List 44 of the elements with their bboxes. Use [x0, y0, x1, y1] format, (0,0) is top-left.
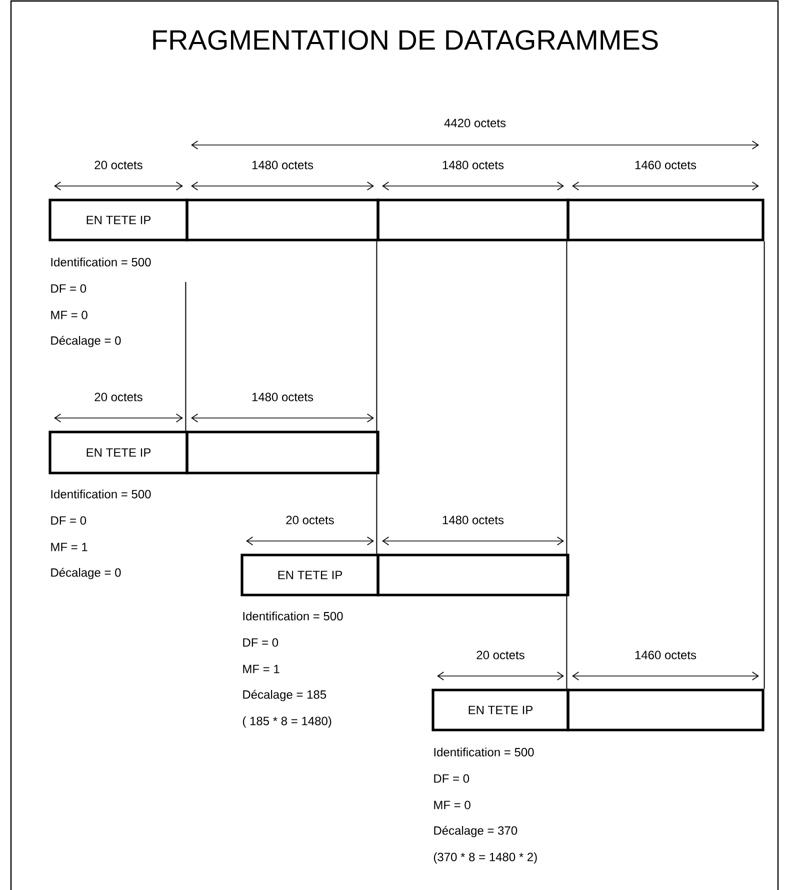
guide-line: [566, 240, 568, 690]
header-box: EN TETE IP: [432, 688, 570, 732]
guide-line: [185, 282, 186, 432]
header-box: EN TETE IP: [240, 554, 380, 596]
data-box: [376, 198, 570, 242]
field-text: Identification = 500: [243, 612, 343, 620]
field-text: Décalage = 0: [51, 336, 121, 348]
guide-line: [376, 240, 378, 554]
title: FRAGMENTATION DE DATAGRAMMES: [153, 30, 658, 50]
dimension-label: 1460 octets: [635, 160, 696, 170]
header-box: EN TETE IP: [48, 198, 188, 242]
field-text: (370 * 8 = 1480 * 2): [434, 852, 537, 864]
header-box: EN TETE IP: [48, 430, 188, 474]
field-text: Décalage = 0: [51, 568, 121, 580]
field-text: Identification = 500: [51, 258, 151, 266]
field-text: DF = 0: [51, 516, 86, 525]
dimension-label: 20 octets: [286, 516, 334, 524]
data-box: [566, 198, 764, 242]
field-text: ( 185 * 8 = 1480): [242, 716, 332, 728]
dimension-label: 1480 octets: [252, 392, 314, 402]
dimension-label: 4420 octets: [444, 118, 506, 128]
data-box: [566, 688, 764, 732]
field-text: DF = 0: [434, 774, 470, 783]
field-text: MF = 0: [434, 800, 470, 810]
dimension-label: 1480 octets: [252, 160, 314, 170]
field-text: Identification = 500: [51, 490, 151, 498]
dimension-label: 1480 octets: [442, 516, 504, 524]
field-text: Identification = 500: [434, 748, 534, 756]
dimension-label: 1460 octets: [635, 650, 696, 660]
field-text: MF = 0: [51, 310, 88, 320]
dimension-label: 20 octets: [476, 650, 524, 660]
field-text: MF = 1: [51, 542, 88, 552]
data-box: [376, 554, 570, 596]
dimension-label: 20 octets: [94, 160, 142, 170]
field-text: DF = 0: [243, 638, 278, 647]
data-box: [186, 430, 380, 474]
data-box: [186, 198, 380, 242]
field-text: DF = 0: [51, 284, 86, 293]
field-text: Décalage = 185: [243, 690, 326, 702]
dimension-label: 1480 octets: [442, 160, 504, 170]
dimension-label: 20 octets: [94, 392, 142, 402]
field-text: MF = 1: [243, 664, 280, 674]
field-text: Décalage = 370: [434, 826, 518, 838]
guide-line: [764, 240, 765, 690]
